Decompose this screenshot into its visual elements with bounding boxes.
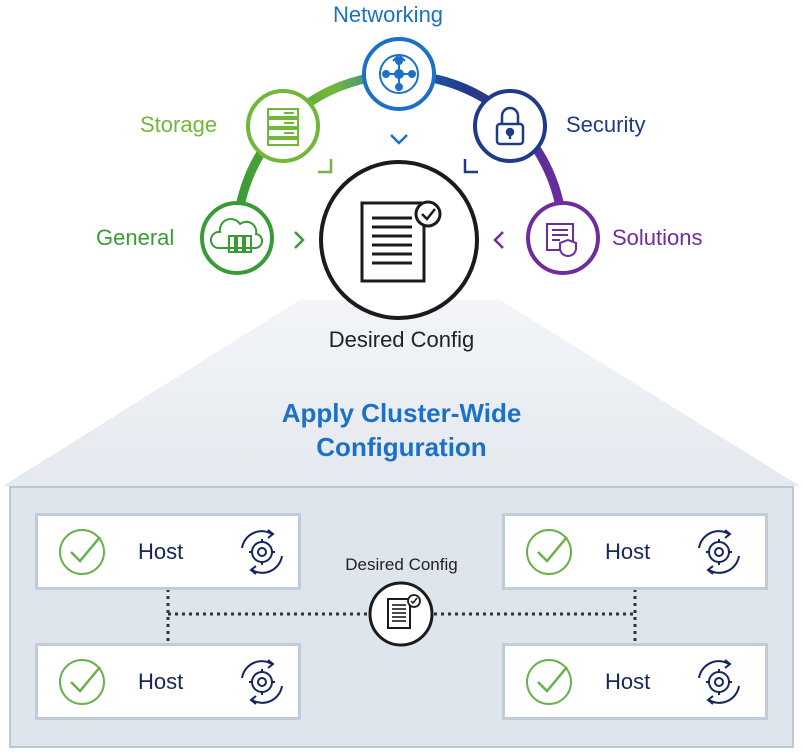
gear-sync-icon xyxy=(241,659,283,705)
host-label: Host xyxy=(605,669,651,694)
host-card-top-left: Host xyxy=(35,513,301,590)
apply-title-line2: Configuration xyxy=(316,432,487,462)
label-security: Security xyxy=(566,112,646,137)
checkmark-icon xyxy=(526,529,572,575)
gear-sync-icon xyxy=(241,529,283,575)
checkmark-icon xyxy=(59,529,105,575)
label-general: General xyxy=(96,225,175,250)
host-card-top-right: Host xyxy=(502,513,768,590)
cluster-desired-config-node xyxy=(368,581,434,647)
checkmark-icon xyxy=(526,659,572,705)
label-storage: Storage xyxy=(140,112,218,137)
gear-sync-icon xyxy=(698,659,740,705)
label-solutions: Solutions xyxy=(612,225,703,250)
gear-sync-icon xyxy=(698,529,740,575)
security-node xyxy=(473,89,547,163)
padlock-icon xyxy=(495,106,525,146)
bracket-storage xyxy=(318,159,333,174)
chevron-left-icon xyxy=(493,231,504,249)
host-card-bottom-left: Host xyxy=(35,643,301,720)
cone-shape xyxy=(3,300,800,486)
networking-node xyxy=(362,37,436,111)
host-label: Host xyxy=(138,669,184,694)
host-label: Host xyxy=(138,539,184,564)
solutions-node xyxy=(526,201,600,275)
document-check-icon xyxy=(387,594,421,629)
desired-config-hub xyxy=(319,160,479,320)
chevron-right-icon xyxy=(294,231,305,249)
cluster-desired-config-label: Desired Config xyxy=(345,555,458,574)
cloud-server-icon xyxy=(209,218,264,253)
general-node xyxy=(200,201,274,275)
host-label: Host xyxy=(605,539,651,564)
host-card-bottom-right: Host xyxy=(502,643,768,720)
label-networking: Networking xyxy=(333,2,444,27)
server-rack-icon xyxy=(267,108,299,146)
apply-title-line1: Apply Cluster-Wide xyxy=(281,398,522,428)
chevron-down-icon xyxy=(390,134,408,145)
network-hub-icon xyxy=(379,53,419,94)
checkmark-icon xyxy=(59,659,105,705)
document-check-icon xyxy=(360,200,442,283)
shield-document-icon xyxy=(546,223,577,258)
desired-config-label: Desired Config xyxy=(328,327,475,352)
bracket-security xyxy=(463,159,478,174)
storage-node xyxy=(246,89,320,163)
